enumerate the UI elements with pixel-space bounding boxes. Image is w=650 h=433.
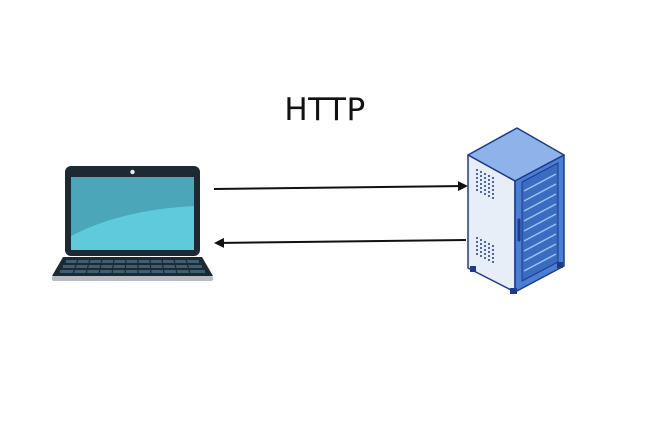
vent-grid-top (476, 169, 494, 199)
server-rack-icon (467, 127, 565, 294)
vent-grid-bottom (476, 237, 494, 263)
protocol-label: HTTP (284, 92, 366, 128)
laptop-icon (52, 166, 213, 281)
keyboard-keys (60, 260, 205, 273)
response-arrow (214, 237, 467, 248)
request-arrow (213, 181, 468, 192)
